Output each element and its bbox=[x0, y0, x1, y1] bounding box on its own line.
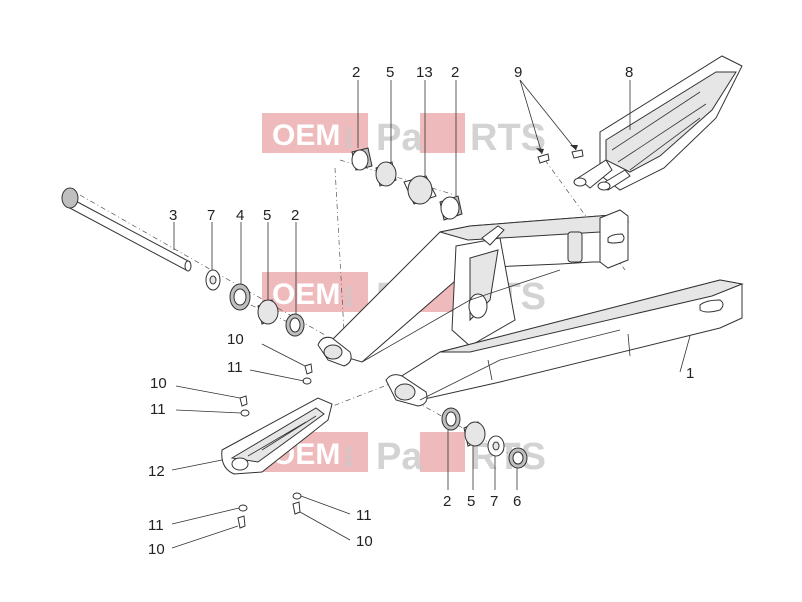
callout-9: 9 bbox=[514, 64, 522, 81]
callout-5: 5 bbox=[263, 207, 271, 224]
callout-5: 5 bbox=[386, 64, 394, 81]
watermark-rts-text: RTS bbox=[470, 117, 546, 159]
callout-11: 11 bbox=[356, 507, 372, 524]
callout-10: 10 bbox=[148, 541, 165, 558]
washer-11-a bbox=[302, 377, 312, 385]
watermark-bike-text: BIKE bbox=[344, 445, 354, 467]
callout-3: 3 bbox=[169, 207, 177, 224]
washer-7-bottom bbox=[487, 435, 505, 457]
watermark-oem-text: OEM bbox=[272, 119, 340, 152]
callout-2: 2 bbox=[291, 207, 299, 224]
callout-2: 2 bbox=[443, 493, 451, 510]
watermark-pa-text: Pa bbox=[376, 436, 423, 478]
callout-11: 11 bbox=[227, 359, 243, 376]
bearing-2-bottom bbox=[441, 407, 461, 431]
chain-guard bbox=[573, 55, 743, 191]
callout-1: 1 bbox=[686, 365, 694, 382]
screw-10-a bbox=[304, 363, 313, 375]
washer-11-c bbox=[238, 504, 248, 512]
callout-2: 2 bbox=[451, 64, 459, 81]
callout-7: 7 bbox=[207, 207, 215, 224]
watermark-pa-text: Pa bbox=[376, 117, 423, 159]
callout-11: 11 bbox=[148, 517, 164, 534]
callout-8: 8 bbox=[625, 64, 633, 81]
callout-10: 10 bbox=[150, 375, 167, 392]
watermark-oem-text: OEM bbox=[272, 278, 340, 311]
washer-11-b bbox=[240, 409, 250, 417]
callout-leader-lines bbox=[171, 79, 691, 549]
callout-10: 10 bbox=[227, 331, 244, 348]
screw-10-d bbox=[292, 501, 301, 515]
callout-12: 12 bbox=[148, 463, 165, 480]
callout-6: 6 bbox=[513, 493, 521, 510]
callout-4: 4 bbox=[236, 207, 244, 224]
callout-10: 10 bbox=[356, 533, 373, 550]
bearing-4 bbox=[229, 283, 251, 311]
pivot-axle bbox=[61, 187, 192, 272]
callout-5: 5 bbox=[467, 493, 475, 510]
callout-7: 7 bbox=[490, 493, 498, 510]
upper-bearing-2a bbox=[351, 147, 373, 171]
callout-2: 2 bbox=[352, 64, 360, 81]
upper-bearing-2b bbox=[439, 195, 463, 221]
watermark-rts-text: RTS bbox=[470, 436, 546, 478]
washer-11-d bbox=[292, 492, 302, 500]
upper-sleeve-13 bbox=[403, 175, 437, 205]
bearing-2-left bbox=[285, 313, 305, 337]
spacer-5-left bbox=[257, 299, 279, 325]
washer-7-left bbox=[205, 269, 221, 291]
cap-6 bbox=[508, 447, 528, 469]
spacer-5-bottom bbox=[463, 421, 486, 447]
watermark-top: OEM BIKE Pa RTS bbox=[262, 113, 546, 159]
watermark-bike-text: BIKE bbox=[344, 126, 354, 148]
callout-labels: 2 5 13 2 9 8 3 7 4 5 2 10 11 10 11 12 1 … bbox=[148, 64, 694, 558]
screw-10-b bbox=[239, 395, 248, 407]
callout-13: 13 bbox=[416, 64, 433, 81]
chain-slider bbox=[221, 397, 333, 475]
screw-10-c bbox=[237, 515, 246, 529]
swingarm bbox=[317, 209, 744, 407]
chain-guard-screws bbox=[537, 149, 584, 164]
callout-11: 11 bbox=[150, 401, 166, 418]
upper-spacer-5 bbox=[375, 161, 397, 187]
watermark-bike-text: BIKE bbox=[344, 285, 354, 307]
screw-9-arrowheads bbox=[536, 145, 578, 154]
